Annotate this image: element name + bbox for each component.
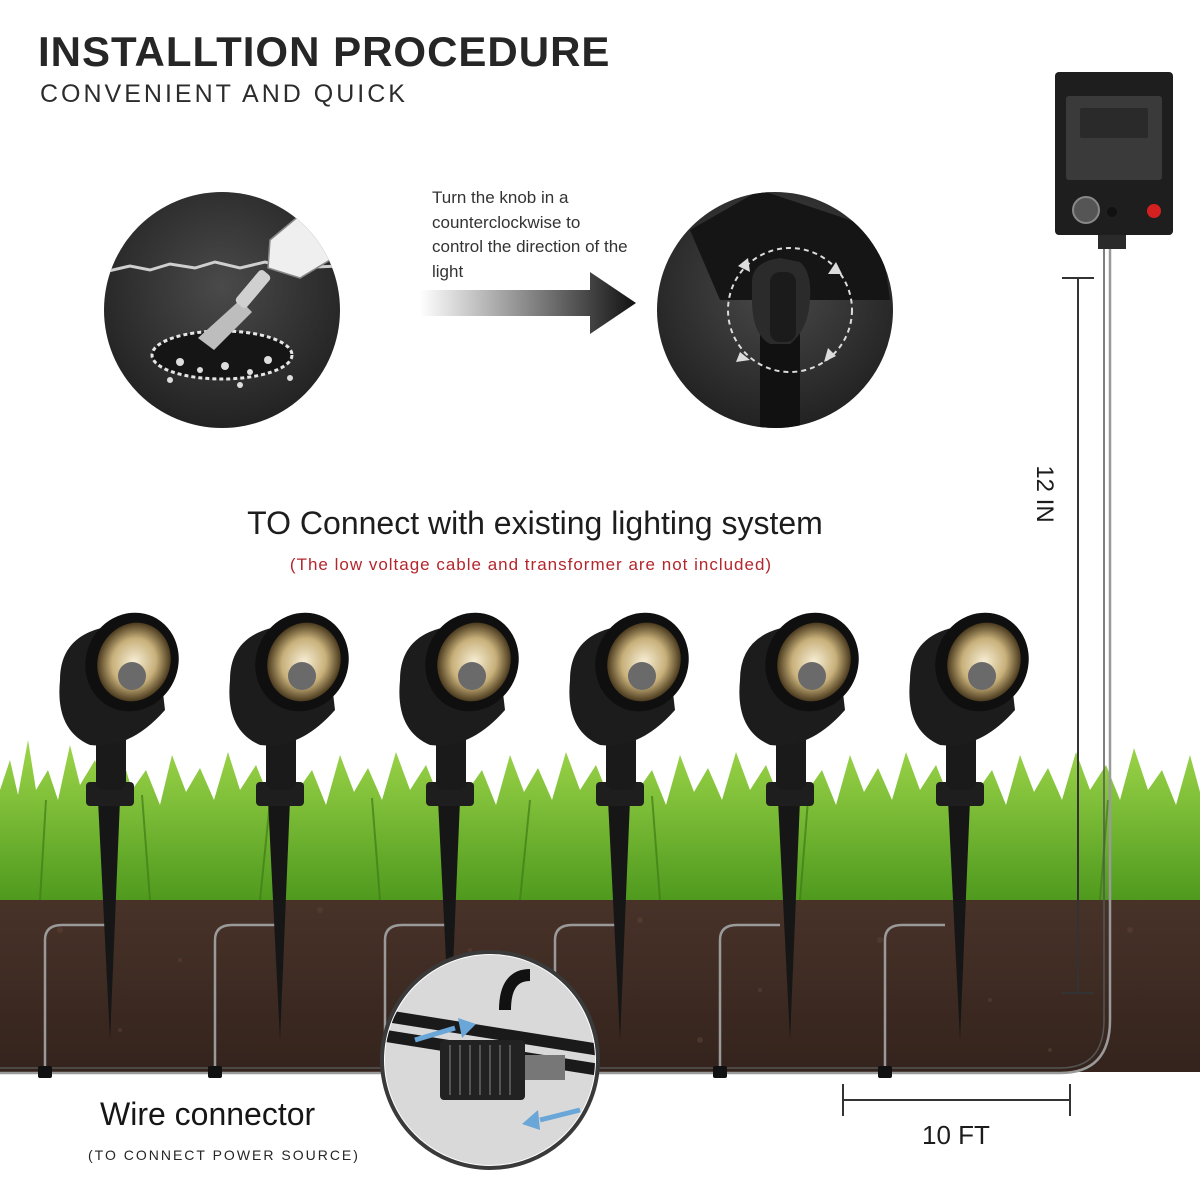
page-title: INSTALLTION PROCEDURE [38, 28, 611, 75]
wire-connector-illustration [380, 950, 600, 1170]
spotlight-6 [909, 612, 1029, 1040]
wire-connector-label: Wire connector [100, 1096, 316, 1132]
length-dimension-label: 10 FT [922, 1120, 990, 1150]
spotlight-1 [59, 612, 179, 1040]
knob-instruction-text: Turn the knob in a counterclockwise to c… [432, 188, 628, 281]
grass-band [0, 740, 1200, 900]
connect-heading: TO Connect with existing lighting system [247, 505, 823, 541]
page-subtitle: CONVENIENT AND QUICK [40, 80, 408, 108]
wire-connector-sublabel: (TO CONNECT POWER SOURCE) [88, 1147, 360, 1163]
spotlight-5 [739, 612, 859, 1040]
direction-arrow [420, 272, 636, 334]
soil-band [0, 880, 1200, 1080]
spotlight-4 [569, 612, 689, 1040]
transformer-box [1055, 72, 1173, 249]
underground-wiring [0, 245, 1112, 1075]
height-dimension-label: 12 IN [1031, 465, 1058, 523]
digging-illustration [104, 192, 340, 428]
height-dimension [1062, 277, 1094, 994]
connect-disclaimer: (The low voltage cable and transformer a… [289, 555, 773, 574]
spotlight-2 [229, 612, 349, 1040]
knob-illustration [657, 192, 893, 428]
spotlight-3 [399, 612, 519, 1040]
length-dimension [842, 1084, 1071, 1116]
